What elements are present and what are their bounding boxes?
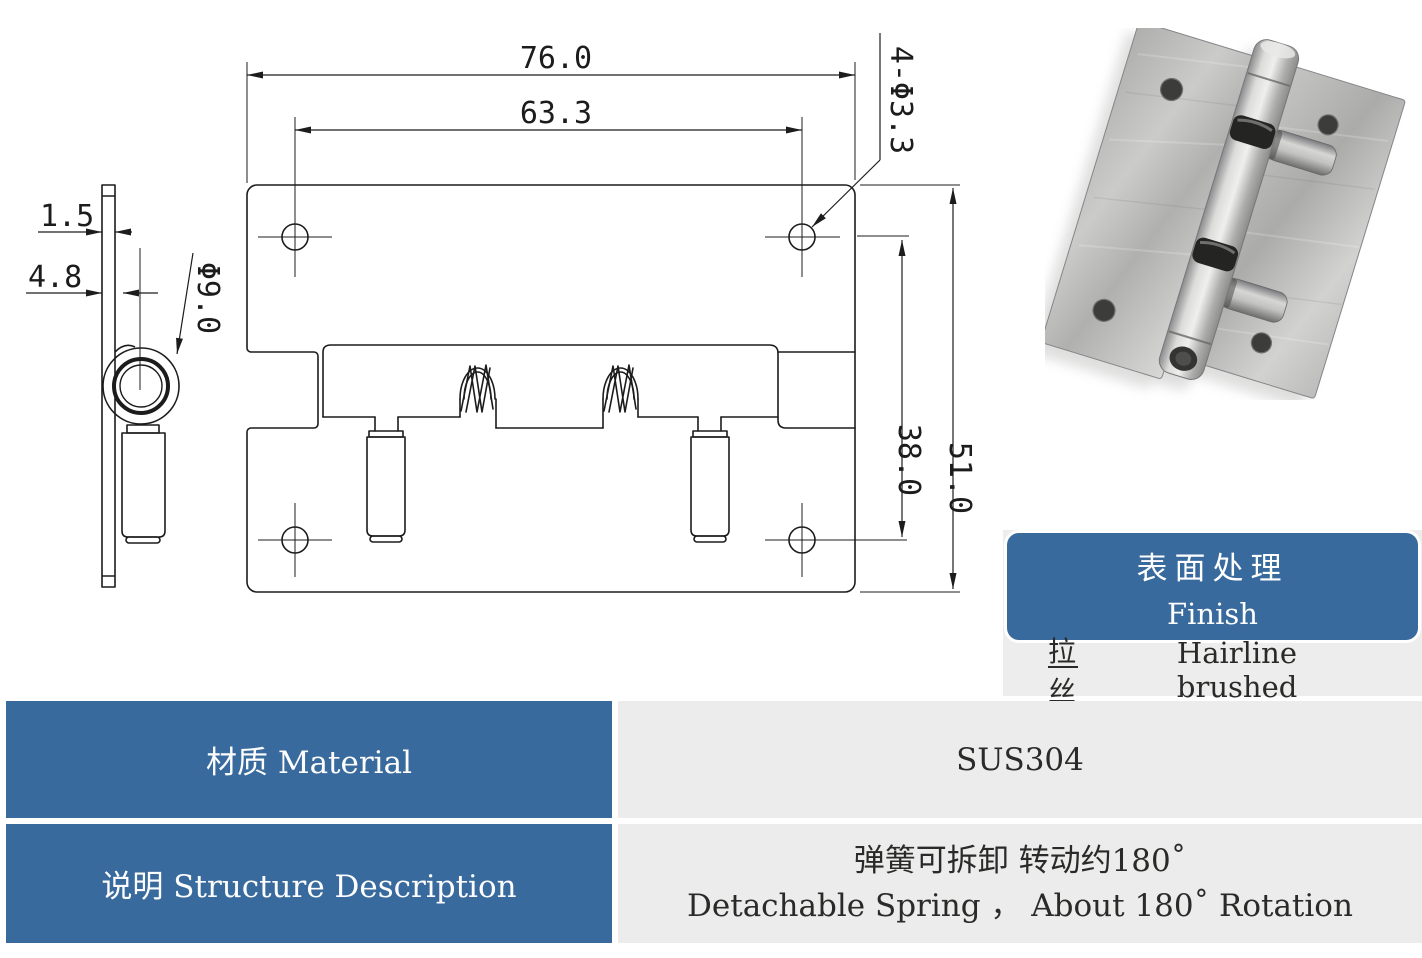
photo-spacer-ring-top (1229, 115, 1276, 149)
material-label-cell: 材质 Material (6, 701, 612, 818)
knuckle-outer (102, 347, 180, 425)
description-label: 说明 Structure Description (101, 869, 517, 905)
photo-barrel (1158, 39, 1300, 380)
side-pin (121, 432, 166, 538)
dim-offset-label: 4.8 (28, 260, 82, 295)
material-value: SUS304 (956, 741, 1084, 778)
finish-title-en: Finish (1167, 596, 1258, 631)
technical-drawing: 76.0 63.3 4-Φ3.3 38.0 51.0 1.5 4.8 Φ9.0 (26, 33, 977, 593)
dimension-lines (26, 33, 957, 589)
description-en: Detachable Spring ， About 180˚ Rotation (687, 887, 1353, 924)
front-view (246, 184, 856, 593)
hinge-photo-group (1045, 28, 1406, 399)
finish-title-zh: 表面处理 (1136, 550, 1289, 587)
pin-left (366, 430, 406, 543)
material-row: 材质 Material SUS304 (0, 701, 1422, 818)
finish-row: 拉丝 Hairline brushed (1003, 635, 1422, 708)
material-value-cell: SUS304 (618, 701, 1422, 818)
dim-hole-span-y-label: 38.0 (891, 424, 926, 496)
finish-header: 表面处理 Finish (1007, 533, 1418, 640)
dim-thickness-label: 1.5 (40, 199, 94, 234)
pin-right (690, 430, 730, 543)
dim-width-label: 76.0 (520, 41, 592, 76)
description-row: 说明 Structure Description 弹簧可拆卸 转动约180˚ D… (0, 824, 1422, 943)
spring-left (459, 364, 497, 429)
description-zh: 弹簧可拆卸 转动约180˚ (853, 842, 1187, 879)
hinge-plate-outline (246, 184, 856, 593)
description-label-cell: 说明 Structure Description (6, 824, 612, 943)
dimension-labels: 76.0 63.3 4-Φ3.3 38.0 51.0 1.5 4.8 Φ9.0 (28, 41, 977, 514)
dim-height-label: 51.0 (942, 442, 977, 514)
side-view (101, 184, 180, 588)
photo-spacer-ring-bottom (1192, 237, 1239, 272)
centerlines (139, 62, 960, 593)
finish-method-zh: 拉丝 (1048, 635, 1079, 708)
description-value-cell: 弹簧可拆卸 转动约180˚ Detachable Spring ， About … (618, 824, 1422, 943)
photo-pin-bottom (1220, 277, 1288, 323)
dim-holes-label: 4-Φ3.3 (883, 46, 918, 154)
material-label: 材质 Material (205, 745, 412, 781)
spring-right (602, 364, 639, 429)
dim-knuckle-dia-label: Φ9.0 (190, 262, 225, 334)
product-photo (1045, 28, 1406, 400)
finish-method-en: Hairline brushed (1176, 636, 1298, 704)
dim-hole-span-x-label: 63.3 (520, 96, 592, 131)
finish-panel: 表面处理 Finish 拉丝 Hairline brushed (1003, 530, 1422, 708)
photo-screw-holes (1092, 77, 1339, 354)
